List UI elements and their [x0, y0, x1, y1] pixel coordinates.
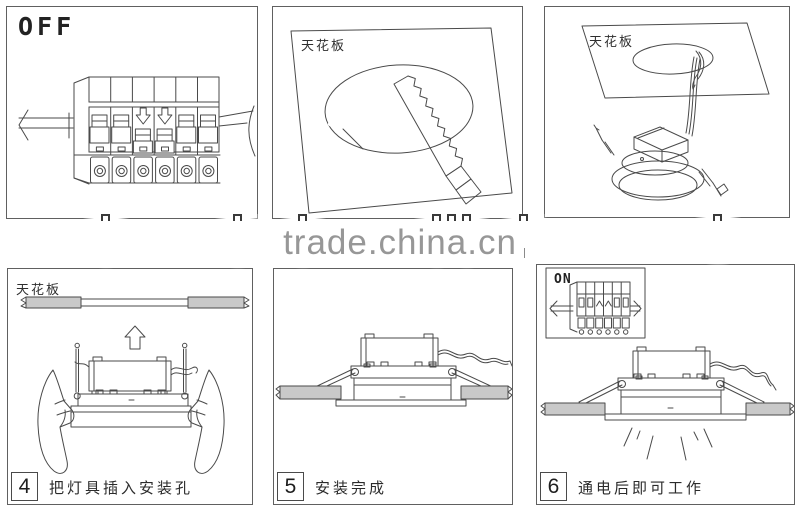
ceiling-board	[581, 22, 770, 99]
ceiling-cross-section	[20, 296, 250, 309]
panel-step-off: OFF	[6, 6, 258, 219]
step-number: 4	[11, 472, 38, 501]
bus-wire-left	[18, 109, 74, 141]
downlight-body	[353, 377, 452, 404]
mains-wire	[709, 361, 774, 386]
insert-fixture-diagram	[20, 296, 250, 474]
spring-arm-right	[719, 380, 765, 406]
downlight-body	[620, 389, 722, 415]
border-tick	[524, 248, 525, 258]
panel-cut-hole: 天花板	[272, 6, 523, 219]
down-arrow-icon	[157, 107, 173, 125]
saw-handle	[455, 178, 482, 205]
border-tab	[519, 214, 528, 221]
white-glow	[444, 214, 490, 270]
panel-pull-wire: 天花板	[544, 6, 790, 218]
driver-box	[74, 356, 198, 395]
saw-cutting-hole-diagram	[290, 27, 513, 214]
step-number: 5	[277, 472, 304, 501]
step-number: 6	[540, 472, 567, 501]
mounting-ring	[350, 361, 457, 379]
step-4: 4 把灯具插入安装孔	[11, 472, 193, 501]
spring-clip-left	[73, 342, 81, 400]
cut-start-mark	[342, 128, 364, 150]
step-5: 5 安装完成	[277, 472, 387, 501]
powered-on-diagram	[540, 267, 794, 461]
step-6: 6 通电后即可工作	[540, 472, 704, 501]
border-tab	[298, 214, 307, 221]
circuit-breaker-off-diagram	[18, 76, 256, 185]
hand-right	[187, 369, 225, 474]
keyhole-saw	[393, 75, 482, 205]
breaker-inset-box	[545, 267, 646, 339]
white-glow	[501, 214, 547, 270]
border-tab	[233, 214, 242, 221]
white-glow	[83, 214, 129, 270]
up-arrow-icon	[604, 300, 612, 307]
power-off-label: OFF	[18, 12, 76, 41]
cutout-hole	[632, 43, 714, 75]
ceiling-cross-section	[275, 385, 512, 400]
fixture-wires	[685, 56, 701, 137]
ceiling-label: 天花板	[16, 282, 62, 297]
downlight-body	[70, 389, 192, 428]
installed-fixture-diagram	[275, 333, 512, 407]
saw-teeth	[407, 75, 463, 167]
white-glow	[280, 214, 326, 270]
border-tab	[432, 214, 441, 221]
spring-clip-left	[593, 124, 615, 156]
panel-insert-fixture: 天花板	[7, 268, 253, 505]
white-glow	[215, 214, 261, 270]
border-tab	[101, 214, 110, 221]
ceiling-cross-section	[540, 402, 794, 416]
watermark-text: trade.china.cn	[283, 223, 517, 262]
mains-wire	[437, 352, 512, 367]
border-tab	[462, 214, 471, 221]
up-arrow-icon	[596, 300, 603, 307]
spring-clip-right	[698, 168, 729, 197]
downlight-wiring-diagram	[581, 22, 770, 201]
ceiling-board	[290, 27, 513, 214]
downlight-body	[611, 150, 705, 201]
down-arrow-icon	[135, 107, 151, 125]
ceiling-label: 天花板	[589, 34, 635, 49]
breaker-toggles-on	[89, 114, 218, 144]
trim-plate	[604, 413, 747, 421]
mains-wire	[709, 364, 777, 391]
mains-wire	[437, 349, 511, 363]
circuit-breaker-on-mini	[549, 281, 642, 335]
step-caption: 安装完成	[315, 480, 388, 497]
breaker-body	[73, 76, 221, 185]
spring-clip-right	[181, 342, 189, 400]
up-arrow-icon	[124, 325, 146, 350]
white-glow	[695, 214, 741, 270]
step-caption: 把灯具插入安装孔	[49, 480, 194, 497]
cutout-circle	[324, 64, 474, 154]
border-tab	[713, 214, 722, 221]
power-on-label: ON	[554, 272, 572, 287]
saw-handle	[445, 165, 472, 191]
breaker-indicators	[95, 146, 213, 152]
ceiling-label: 天花板	[301, 38, 347, 53]
trim-plate	[335, 399, 467, 407]
driver-box	[633, 126, 689, 163]
panel-powered-on: ON	[536, 264, 795, 505]
step-caption: 通电后即可工作	[578, 480, 705, 497]
bus-wire-right	[218, 105, 256, 157]
hand-left	[37, 369, 75, 474]
spring-arm-left	[578, 380, 623, 406]
breaker-terminals	[90, 156, 218, 184]
panel-installed: 5 安装完成	[273, 268, 513, 505]
border-tab	[447, 214, 456, 221]
light-rays	[623, 427, 713, 461]
